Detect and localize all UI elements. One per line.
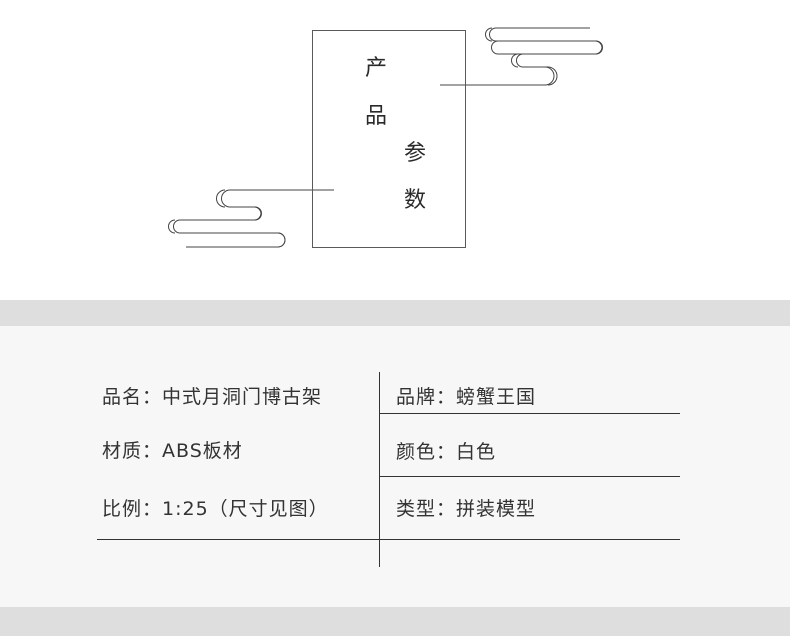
table-row-divider <box>380 476 680 477</box>
table-bottom-line <box>97 539 680 540</box>
table-column-divider <box>379 372 380 567</box>
spec-panel <box>0 326 790 607</box>
title-char-1: 产 <box>365 56 388 81</box>
divider-band-bottom <box>0 607 790 636</box>
spec-type: 类型：拼装模型 <box>396 498 537 520</box>
title-char-3: 参 <box>404 141 427 166</box>
title-box <box>312 30 466 248</box>
spec-scale: 比例：1:25（尺寸见图） <box>102 498 329 520</box>
cloud-decoration <box>168 27 603 248</box>
spec-material: 材质：ABS板材 <box>102 440 243 462</box>
title-char-4: 数 <box>404 188 427 213</box>
table-row-divider <box>380 413 680 414</box>
title-char-2: 品 <box>365 104 388 129</box>
divider-band-top <box>0 300 790 326</box>
spec-name: 品名：中式月洞门博古架 <box>102 386 323 408</box>
spec-brand: 品牌：螃蟹王国 <box>396 386 537 408</box>
spec-color: 颜色：白色 <box>396 441 497 463</box>
